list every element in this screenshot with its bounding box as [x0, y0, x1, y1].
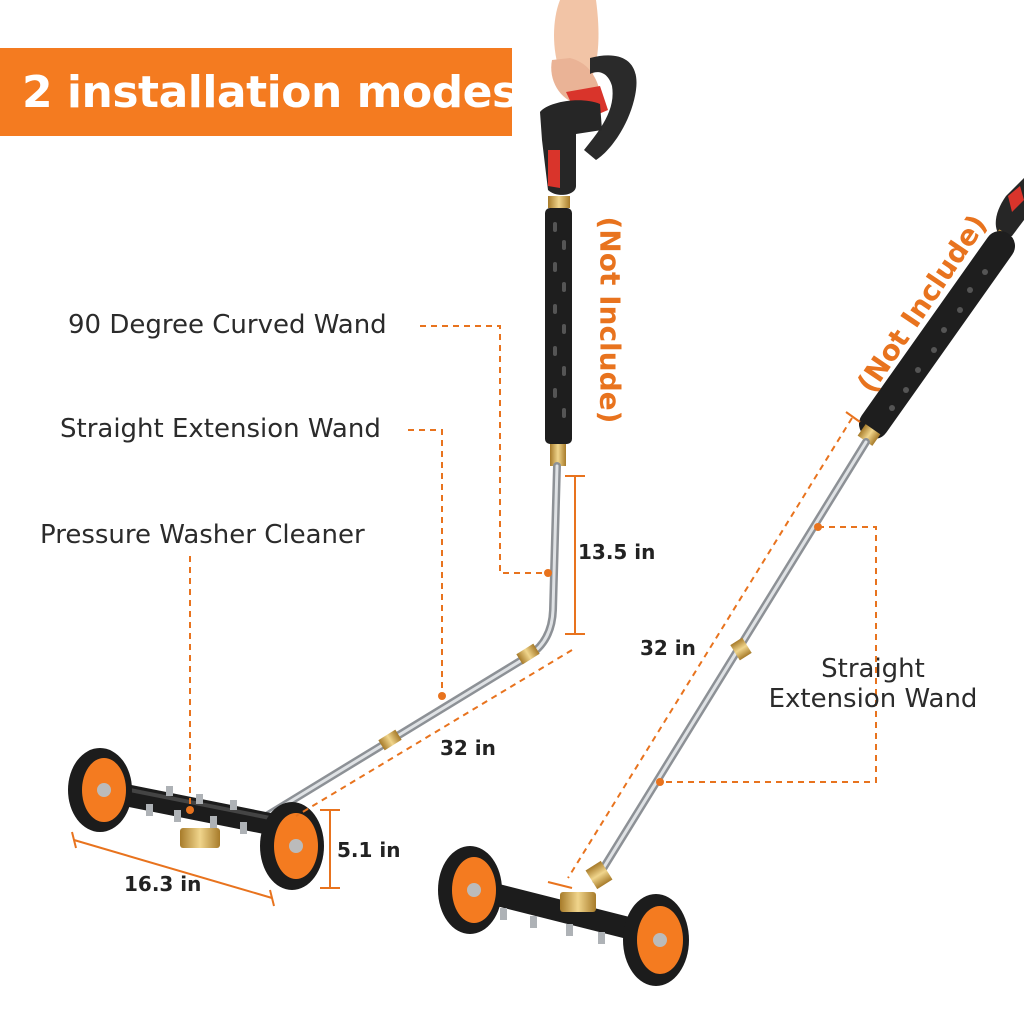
wheel-icon [623, 894, 689, 986]
callout-dots [186, 523, 822, 814]
wheel-icon [260, 802, 324, 890]
label-straight-wand: Straight Extension Wand [60, 414, 381, 444]
label-curved-wand: 90 Degree Curved Wand [68, 310, 387, 340]
spray-gun-icon [540, 0, 637, 208]
title-banner: 2 installation modes [0, 48, 518, 136]
right-cleaner [438, 846, 689, 986]
dimension-5-1: 5.1 in [337, 838, 401, 862]
banner-title: 2 installation modes [22, 66, 518, 118]
dimension-32-right: 32 in [640, 636, 696, 660]
callout-lines [189, 325, 877, 879]
label-right-line1: Straight [821, 654, 925, 684]
left-cleaner [68, 748, 324, 890]
dimension-32-left: 32 in [440, 736, 496, 760]
label-right-line2: Extension Wand [768, 684, 978, 714]
wheel-icon [438, 846, 502, 934]
dimension-lines [71, 411, 861, 907]
left-not-include-label: (Not Include) [593, 216, 627, 424]
label-right-straight-wand: Straight Extension Wand [760, 654, 986, 714]
wheel-icon [68, 748, 132, 832]
label-cleaner: Pressure Washer Cleaner [40, 520, 365, 550]
dimension-16-3: 16.3 in [124, 872, 202, 896]
dimension-13-5: 13.5 in [578, 540, 656, 564]
